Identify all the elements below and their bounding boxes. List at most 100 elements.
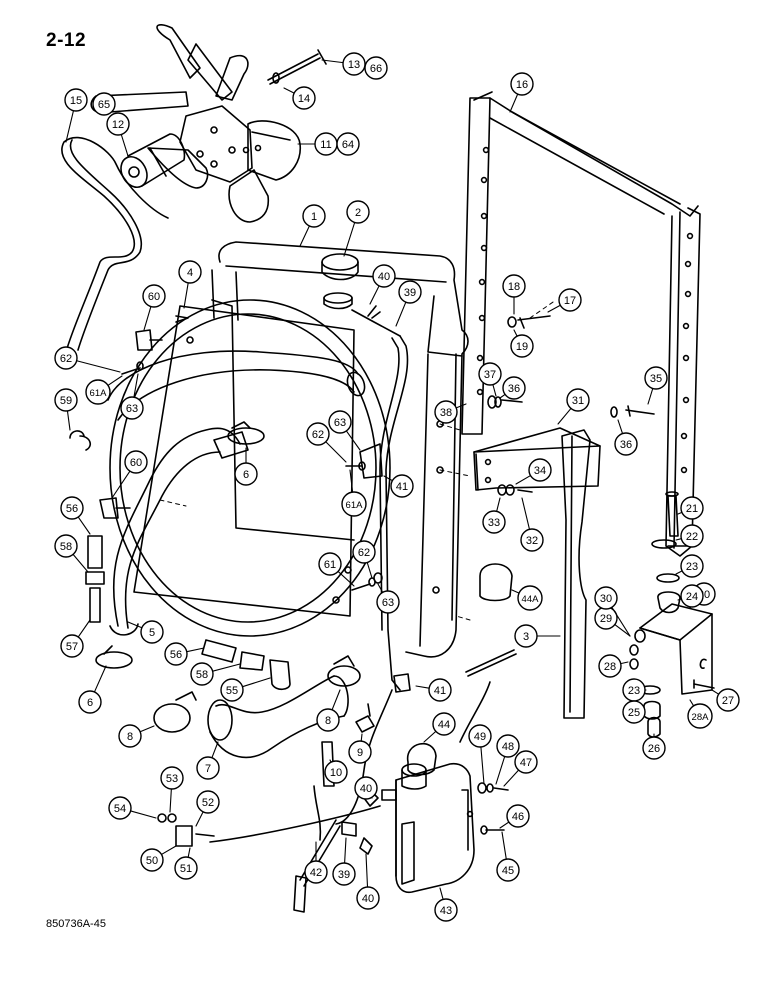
callout-c33: 33 <box>482 497 506 534</box>
callout-circle <box>304 860 328 884</box>
callout-number: 42 <box>310 867 322 879</box>
callout-circle <box>622 700 646 724</box>
callout-c37: 37 <box>478 362 502 397</box>
callout-number: 8 <box>325 715 331 727</box>
callout-number: 53 <box>166 773 178 785</box>
callout-circle <box>434 400 458 424</box>
callout-number: 19 <box>516 341 528 353</box>
fan-bolt <box>267 49 327 85</box>
callout-number: 41 <box>434 685 446 697</box>
callout-number: 6 <box>87 697 93 709</box>
callout-circle <box>174 856 198 880</box>
hose-clamp-left <box>153 691 197 733</box>
callout-circle <box>496 734 520 758</box>
callout-c35: 35 <box>644 366 668 405</box>
callout-circle <box>342 52 366 76</box>
leader-line <box>76 360 121 373</box>
hose-clip-left <box>69 430 92 451</box>
callout-number: 16 <box>516 79 528 91</box>
callout-number: 59 <box>60 395 72 407</box>
callout-number: 62 <box>312 429 324 441</box>
callout-c8b: 8 <box>316 689 341 732</box>
callout-circle <box>502 376 526 400</box>
callout-c13: 13 <box>321 52 366 76</box>
callout-circle <box>118 724 142 748</box>
lower-hose-fittings <box>201 639 291 691</box>
callout-circle <box>336 132 360 156</box>
callout-c15: 15 <box>64 88 88 143</box>
callout-circle <box>356 886 380 910</box>
callout-c49: 49 <box>468 724 492 785</box>
leader-line <box>127 621 143 629</box>
callout-c61: 61 <box>318 552 355 587</box>
leader-line <box>283 87 295 94</box>
hose-39-lower <box>341 789 379 855</box>
callout-number: 25 <box>628 707 640 719</box>
leader-line <box>186 647 205 653</box>
callout-circle <box>478 362 502 386</box>
callout-circle <box>517 585 543 611</box>
callout-c39a: 39 <box>395 280 422 327</box>
callout-number: 40 <box>378 271 390 283</box>
callout-c58b: 58 <box>190 662 241 686</box>
callout-circle <box>496 858 520 882</box>
callout-number: 13 <box>348 59 360 71</box>
callout-c28a: 28A <box>687 699 713 729</box>
callout-c24: 24 <box>677 584 704 608</box>
callout-c41b: 41 <box>415 678 452 702</box>
leader-line <box>547 304 561 313</box>
callout-number: 61A <box>346 500 364 511</box>
callout-circle <box>434 898 458 922</box>
callout-c55: 55 <box>220 677 271 702</box>
callout-c30: 30 <box>594 586 631 637</box>
callout-circle <box>140 848 164 872</box>
leader-line <box>66 410 71 431</box>
callout-c52: 52 <box>195 790 220 827</box>
callout-circle <box>680 554 704 578</box>
tank-cap-44a <box>479 563 513 602</box>
callout-number: 23 <box>628 685 640 697</box>
washer-stack <box>629 629 646 670</box>
callout-c64: 64 <box>336 132 360 156</box>
side-bracket <box>473 427 601 491</box>
callout-c23b: 23 <box>622 678 647 702</box>
leader-line <box>106 375 123 387</box>
callout-c60b: 60 <box>111 450 148 499</box>
callout-number: 41 <box>396 481 408 493</box>
leader-line <box>496 497 501 512</box>
fan-blade-upper-right <box>215 54 249 101</box>
callout-c63a: 63 <box>120 373 144 420</box>
leader-line <box>492 384 497 397</box>
callout-circle <box>318 552 342 576</box>
callout-number: 9 <box>357 747 363 759</box>
callout-c26: 26 <box>642 733 666 760</box>
callout-circle <box>60 496 84 520</box>
frame-bolt <box>610 405 655 418</box>
callout-c40c: 40 <box>356 853 380 910</box>
callout-c63c: 63 <box>376 583 400 614</box>
callout-c12: 12 <box>106 112 130 157</box>
leader-line <box>515 474 532 485</box>
hose-clip-radiator <box>393 673 411 693</box>
callout-c61a2: 61A <box>341 469 367 517</box>
callout-circle <box>598 654 622 678</box>
callout-circle <box>140 620 164 644</box>
callout-circle <box>428 678 452 702</box>
leader-line <box>611 606 631 637</box>
callout-c39b: 39 <box>332 837 356 886</box>
callout-circle <box>514 624 538 648</box>
callout-number: 49 <box>474 731 486 743</box>
tank-bolts <box>477 782 509 835</box>
callout-number: 51 <box>180 863 192 875</box>
mount-stud <box>639 491 681 738</box>
callout-circle <box>85 379 111 405</box>
leader-line <box>343 221 356 257</box>
callout-circle <box>482 510 506 534</box>
leader-line <box>65 110 75 143</box>
callout-circle <box>178 260 202 284</box>
callout-circle <box>220 678 244 702</box>
callout-circle <box>528 458 552 482</box>
callout-number: 46 <box>512 811 524 823</box>
leader-line <box>325 441 347 463</box>
